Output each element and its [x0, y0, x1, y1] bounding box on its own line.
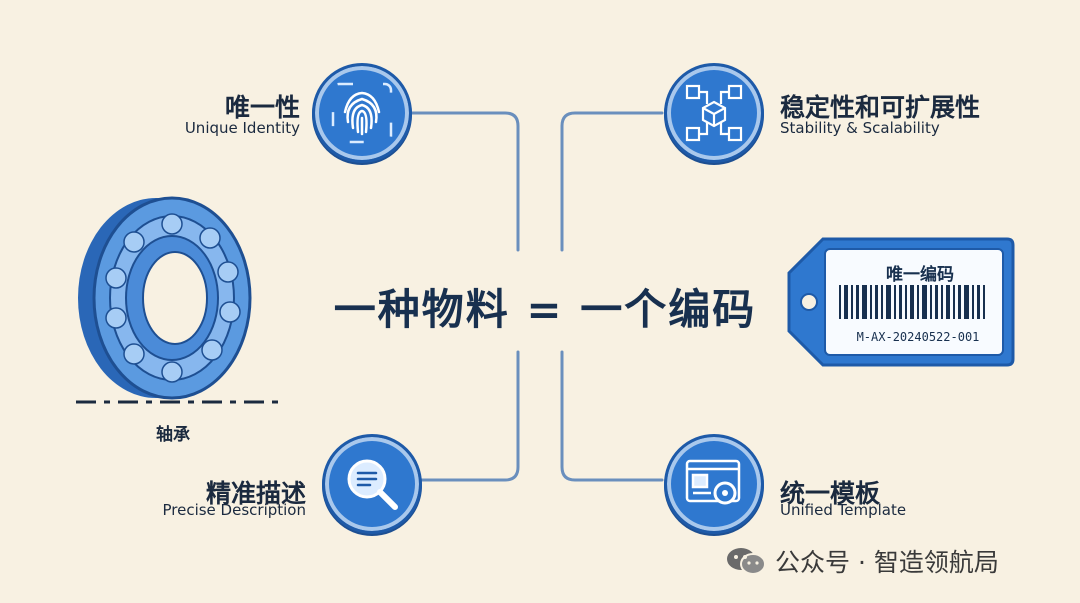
code-tag: [787, 237, 1015, 367]
unique-identity-circle: [312, 63, 412, 163]
magnifier-document-icon: [347, 459, 398, 510]
stability-scalability-title: 稳定性和可扩展性: [780, 93, 981, 122]
unique-identity-subtitle: Unique Identity: [184, 119, 300, 137]
watermark-text: 公众号 · 智造领航局: [775, 548, 999, 577]
precise-description-circle: [322, 434, 422, 534]
barcode-icon: [839, 285, 985, 319]
tag-title: 唯一编码: [886, 265, 954, 285]
stability-scalability-circle: [664, 63, 764, 163]
headline: 一种物料 = 一个编码: [333, 285, 757, 334]
network-cube-icon: [685, 84, 743, 142]
fingerprint-icon: [331, 82, 393, 144]
tag-code: M-AX-20240522-001: [856, 330, 980, 344]
watermark: 公众号 · 智造领航局: [725, 543, 999, 579]
bearing-label: 轴承: [156, 425, 190, 445]
unified-template-circle: [664, 434, 764, 534]
template-gear-icon: [685, 459, 741, 505]
unified-template-subtitle: Unified Template: [780, 501, 907, 519]
ball-bearing-icon: [76, 196, 284, 404]
precise-description-title: 精准描述: [205, 479, 306, 508]
stability-scalability-subtitle: Stability & Scalability: [780, 119, 940, 137]
unified-template-title: 统一模板: [780, 479, 881, 508]
precise-description-subtitle: Precise Description: [162, 501, 306, 519]
unique-identity-title: 唯一性: [224, 93, 300, 122]
wechat-icon: [727, 548, 766, 575]
